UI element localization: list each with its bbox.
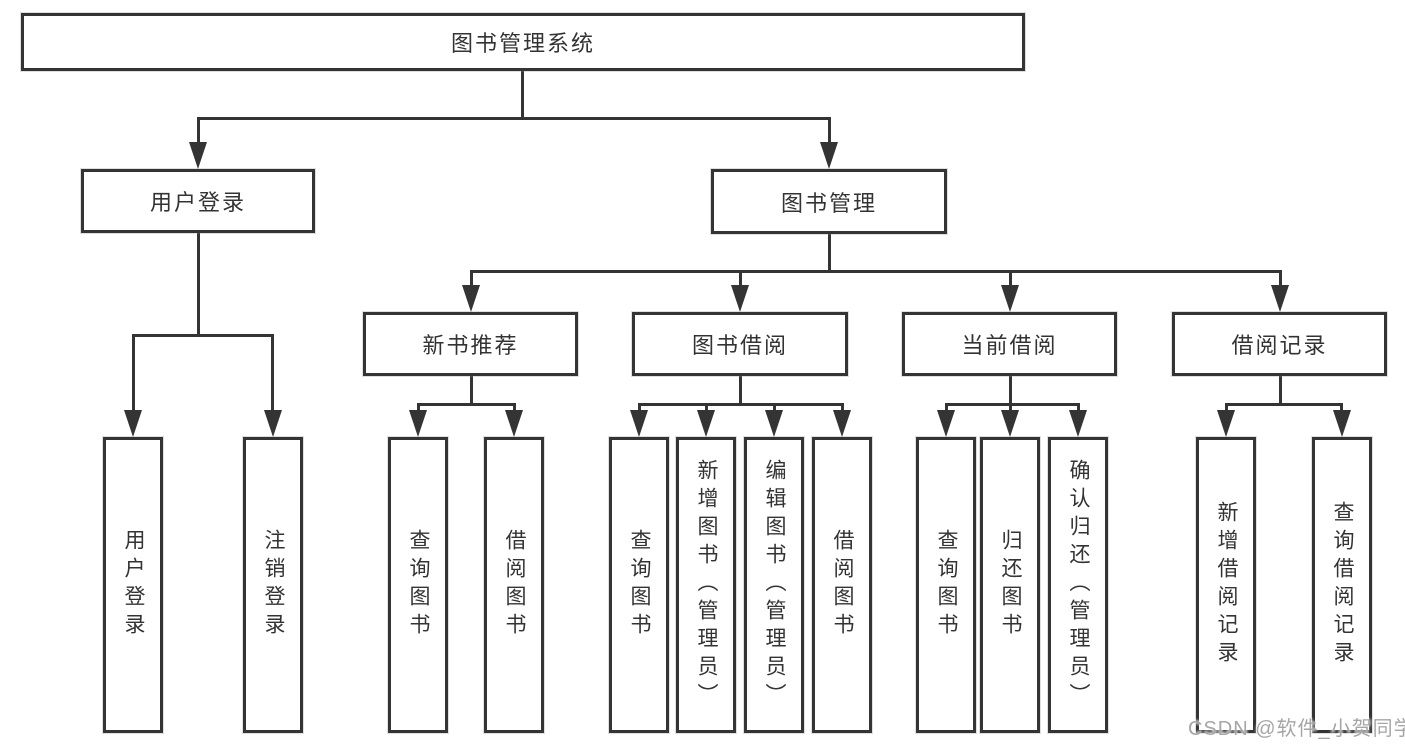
connector-line bbox=[773, 403, 776, 413]
leaf-return-books: 归还图书 bbox=[980, 437, 1040, 733]
arrow-down-icon bbox=[937, 410, 955, 437]
connector-line bbox=[705, 403, 708, 413]
node-user-login: 用户登录 bbox=[81, 169, 315, 233]
leaf-query-borrow-record: 查询借阅记录 bbox=[1312, 437, 1372, 733]
connector-line bbox=[1009, 376, 1012, 405]
connector-line bbox=[1279, 270, 1282, 288]
arrow-down-icon bbox=[124, 410, 142, 437]
connector-line bbox=[132, 334, 274, 337]
connector-line bbox=[417, 403, 420, 413]
connector-line bbox=[470, 270, 473, 288]
connector-line bbox=[1077, 403, 1080, 413]
connector-line bbox=[513, 403, 516, 413]
node-new-book-recommend: 新书推荐 bbox=[363, 312, 578, 376]
node-current-borrowing: 当前借阅 bbox=[902, 312, 1117, 376]
arrow-down-icon bbox=[462, 285, 480, 312]
node-borrowing-records: 借阅记录 bbox=[1172, 312, 1387, 376]
connector-line bbox=[945, 403, 948, 413]
leaf-query-books-recommend: 查询图书 bbox=[388, 437, 448, 733]
connector-line bbox=[1009, 270, 1012, 288]
connector-line bbox=[1279, 376, 1282, 405]
leaf-borrow-books-recommend: 借阅图书 bbox=[484, 437, 544, 733]
arrow-down-icon bbox=[833, 410, 851, 437]
leaf-edit-books-admin: 编辑图书（管理员） bbox=[744, 437, 804, 733]
connector-line bbox=[521, 71, 524, 118]
connector-line bbox=[828, 234, 831, 272]
arrow-down-icon bbox=[765, 410, 783, 437]
arrow-down-icon bbox=[630, 410, 648, 437]
connector-line bbox=[1225, 403, 1228, 413]
leaf-add-books-admin: 新增图书（管理员） bbox=[676, 437, 736, 733]
connector-line bbox=[132, 334, 135, 412]
leaf-user-login: 用户登录 bbox=[103, 437, 163, 733]
connector-line bbox=[638, 403, 844, 406]
leaf-query-books-current: 查询图书 bbox=[916, 437, 976, 733]
connector-line bbox=[945, 403, 1079, 406]
arrow-down-icon bbox=[697, 410, 715, 437]
arrow-down-icon bbox=[505, 410, 523, 437]
node-book-borrowing: 图书借阅 bbox=[632, 312, 848, 376]
connector-line bbox=[638, 403, 641, 413]
connector-line bbox=[739, 376, 742, 405]
connector-line bbox=[197, 233, 200, 336]
connector-line bbox=[1225, 403, 1343, 406]
connector-line bbox=[1340, 403, 1343, 413]
connector-line bbox=[271, 334, 274, 412]
watermark: CSDN @软件_小贺同学 bbox=[1188, 718, 1405, 740]
arrow-down-icon bbox=[1069, 410, 1087, 437]
connector-line bbox=[828, 117, 831, 146]
connector-line bbox=[739, 270, 742, 288]
connector-line bbox=[197, 117, 831, 120]
arrow-down-icon bbox=[1001, 410, 1019, 437]
arrow-down-icon bbox=[409, 410, 427, 437]
node-library-system: 图书管理系统 bbox=[21, 13, 1025, 71]
leaf-borrow-books-borrowing: 借阅图书 bbox=[812, 437, 872, 733]
arrow-down-icon bbox=[1333, 410, 1351, 437]
connector-line bbox=[470, 270, 1281, 273]
arrow-down-icon bbox=[1271, 285, 1289, 312]
arrow-down-icon bbox=[189, 142, 207, 169]
connector-line bbox=[841, 403, 844, 413]
leaf-add-borrow-record: 新增借阅记录 bbox=[1196, 437, 1256, 733]
leaf-query-books-borrowing: 查询图书 bbox=[609, 437, 669, 733]
connector-line bbox=[417, 403, 516, 406]
arrow-down-icon bbox=[264, 410, 282, 437]
connector-line bbox=[470, 376, 473, 405]
arrow-down-icon bbox=[1001, 285, 1019, 312]
arrow-down-icon bbox=[1217, 410, 1235, 437]
node-book-management: 图书管理 bbox=[711, 169, 947, 234]
arrow-down-icon bbox=[820, 142, 838, 169]
leaf-confirm-return-admin: 确认归还（管理员） bbox=[1048, 437, 1108, 733]
arrow-down-icon bbox=[731, 285, 749, 312]
connector-line bbox=[197, 117, 200, 146]
leaf-logout: 注销登录 bbox=[243, 437, 303, 733]
connector-line bbox=[1009, 403, 1012, 413]
